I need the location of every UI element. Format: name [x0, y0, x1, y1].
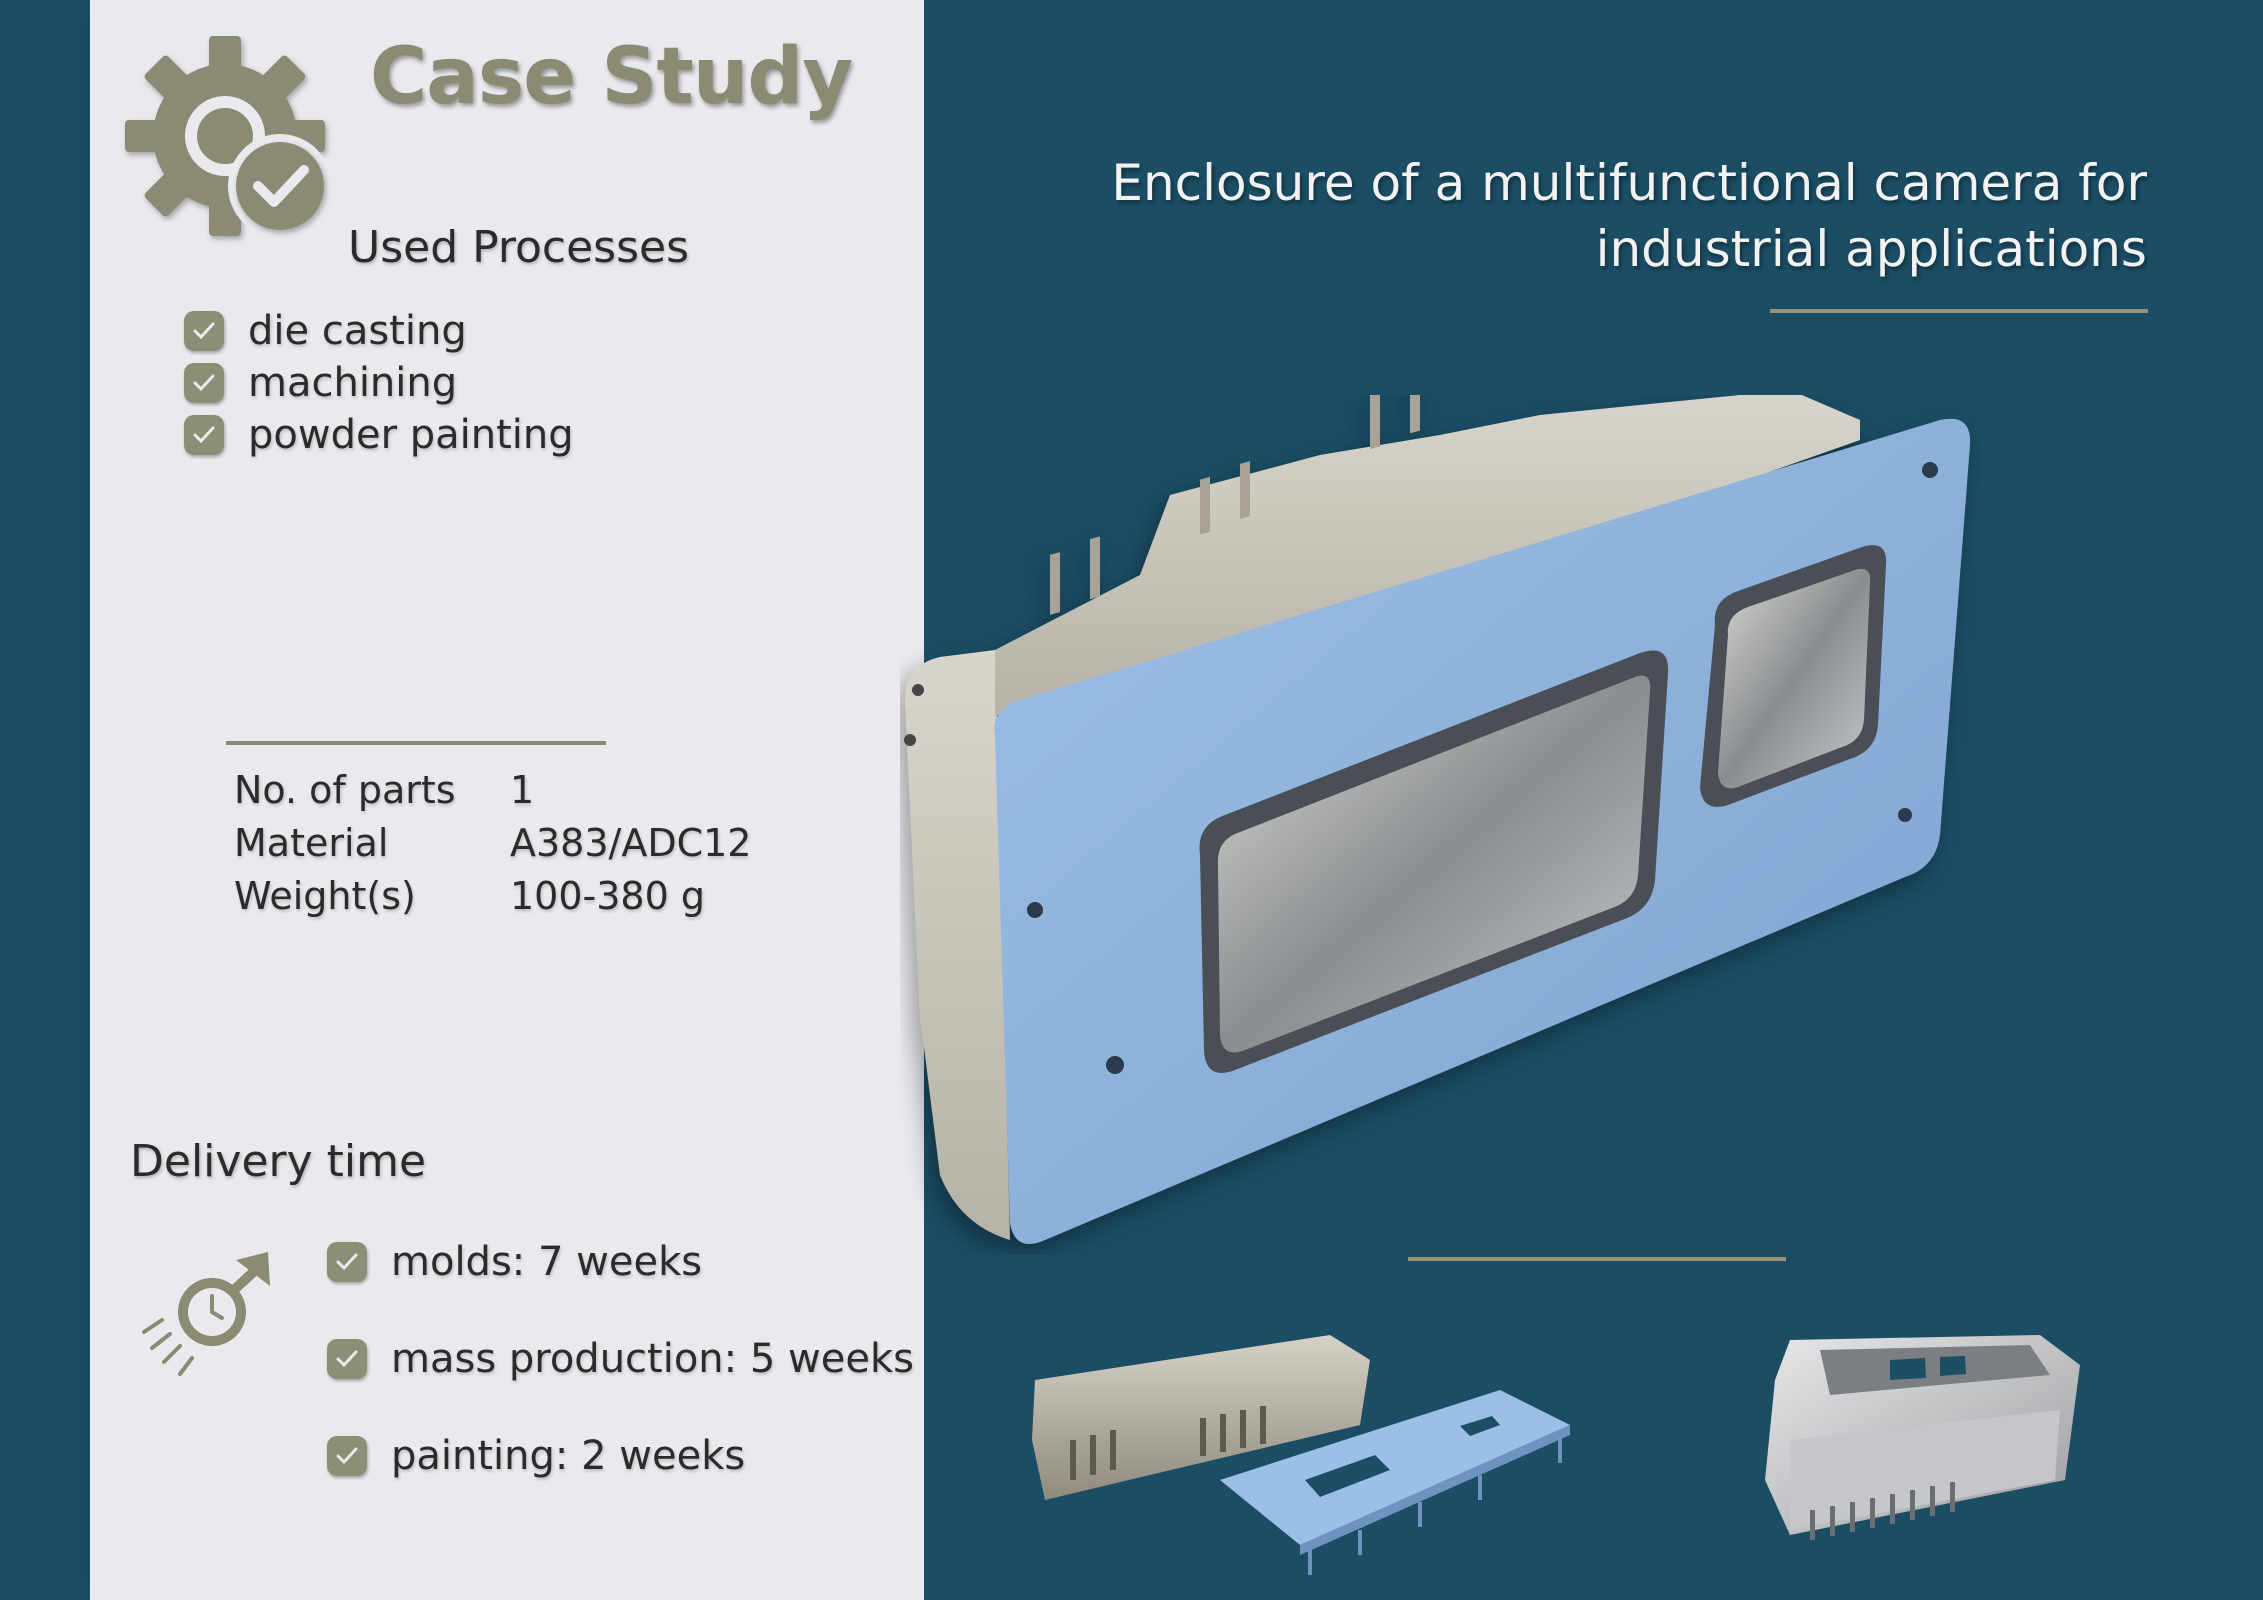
- fast-clock-icon: [142, 1252, 270, 1376]
- list-item: molds: 7 weeks: [327, 1213, 914, 1310]
- spec-value: A383/ADC12: [510, 820, 752, 865]
- list-item: machining: [184, 357, 574, 409]
- left-margin-strip: [0, 0, 90, 1600]
- checkbox-check-icon: [184, 363, 224, 403]
- headline-line: Enclosure of a multifunctional camera fo…: [1111, 154, 2147, 212]
- process-list: die casting machining powder painting: [184, 305, 574, 461]
- spec-value: 100-380 g: [510, 873, 705, 918]
- checkbox-check-icon: [327, 1338, 367, 1379]
- delivery-label: mass production: 5 weeks: [391, 1335, 914, 1382]
- divider: [1770, 309, 2148, 313]
- camera-enclosure-render: [904, 395, 1971, 1244]
- delivery-label: molds: 7 weeks: [391, 1238, 703, 1285]
- delivery-label: painting: 2 weeks: [391, 1432, 746, 1479]
- delivery-list: molds: 7 weeks mass production: 5 weeks …: [327, 1213, 914, 1504]
- used-processes-heading: Used Processes: [348, 222, 690, 273]
- list-item: mass production: 5 weeks: [327, 1310, 914, 1407]
- table-row: No. of parts 1: [234, 763, 751, 816]
- table-row: Weight(s) 100-380 g: [234, 869, 751, 922]
- gear-check-icon: [125, 36, 332, 238]
- checkbox-check-icon: [327, 1241, 367, 1282]
- spec-value: 1: [510, 767, 535, 812]
- process-label: powder painting: [248, 412, 574, 458]
- divider: [1408, 1257, 1786, 1261]
- list-item: powder painting: [184, 409, 574, 461]
- divider: [226, 741, 606, 745]
- product-headline: Enclosure of a multifunctional camera fo…: [947, 150, 2147, 282]
- headline-line: industrial applications: [1595, 220, 2147, 278]
- spec-key: No. of parts: [234, 767, 456, 812]
- exploded-enclosure-render: [1032, 1335, 1570, 1575]
- spec-key: Material: [234, 820, 389, 865]
- checkbox-check-icon: [184, 415, 224, 455]
- delivery-time-heading: Delivery time: [130, 1136, 427, 1187]
- table-row: Material A383/ADC12: [234, 816, 751, 869]
- process-label: machining: [248, 360, 458, 406]
- spec-key: Weight(s): [234, 873, 416, 918]
- process-label: die casting: [248, 308, 467, 354]
- list-item: painting: 2 weeks: [327, 1407, 914, 1504]
- list-item: die casting: [184, 305, 574, 357]
- checkbox-check-icon: [327, 1435, 367, 1476]
- checkbox-check-icon: [184, 311, 224, 351]
- machined-enclosure-render: [1765, 1335, 2080, 1540]
- spec-table: No. of parts 1 Material A383/ADC12 Weigh…: [234, 763, 751, 922]
- case-study-title: Case Study: [370, 32, 853, 122]
